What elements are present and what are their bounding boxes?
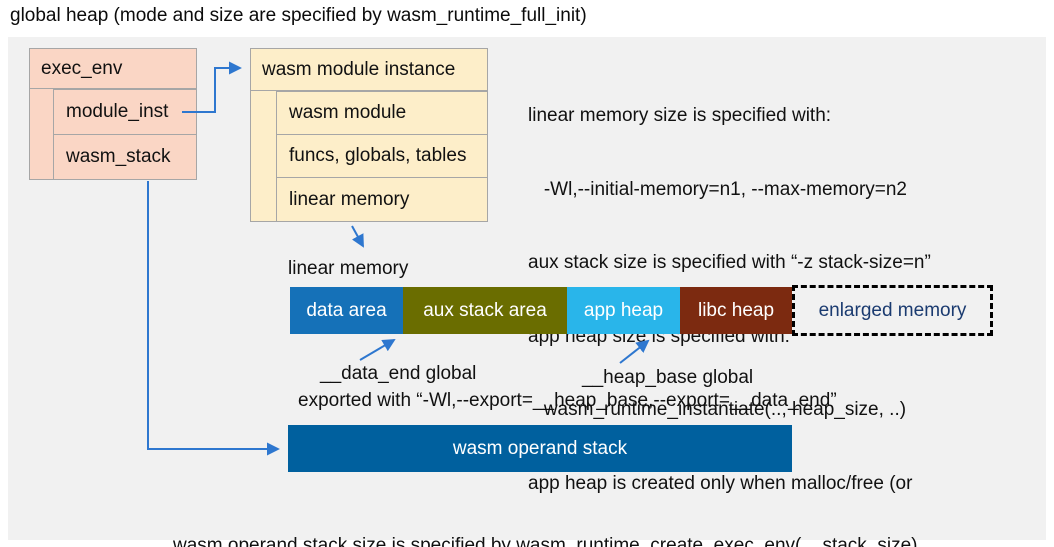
instance-field-wasm-module: wasm module: [276, 91, 487, 135]
note-line: wasm_runtime_instantiate(.., heap_size, …: [528, 399, 907, 420]
linear-memory-label: linear memory: [288, 258, 409, 279]
exec-env-field-wasm-stack: wasm_stack: [53, 134, 196, 180]
linear-memory-bar: data area aux stack area app heap libc h…: [290, 285, 993, 336]
note-line: aux stack size is specified with “-z sta…: [528, 252, 931, 273]
exec-env-field-module-inst: module_inst: [53, 89, 196, 135]
page-title: global heap (mode and size are specified…: [10, 5, 587, 26]
note-line: -Wl,--initial-memory=n1, --max-memory=n2: [528, 178, 907, 200]
wasm-module-instance-title: wasm module instance: [251, 49, 487, 91]
data-end-global-label: __data_end global: [320, 363, 477, 384]
wasm-operand-stack-box: wasm operand stack: [288, 425, 792, 472]
segment-data-area: data area: [290, 287, 403, 334]
segment-aux-stack-area: aux stack area: [403, 287, 567, 334]
segment-enlarged-memory: enlarged memory: [792, 285, 993, 336]
note-line: app heap is created only when malloc/fre…: [528, 472, 913, 494]
instance-field-funcs-globals-tables: funcs, globals, tables: [276, 134, 487, 178]
segment-app-heap: app heap: [567, 287, 680, 334]
wasm-operand-stack-label: wasm operand stack: [452, 437, 628, 459]
wasm-module-instance-box: wasm module instance wasm module funcs, …: [250, 48, 488, 222]
heap-base-global-label: __heap_base global: [582, 367, 754, 388]
exported-with-label: exported with “-Wl,--export=__heap_base,…: [298, 390, 837, 411]
note-line: wasm operand stack size is specified by …: [173, 535, 918, 547]
exec-env-box: exec_env module_inst wasm_stack: [29, 48, 197, 180]
instance-field-linear-memory: linear memory: [276, 177, 487, 222]
operand-stack-note: wasm operand stack size is specified by …: [173, 481, 918, 547]
segment-libc-heap: libc heap: [680, 287, 792, 334]
exec-env-title: exec_env: [30, 49, 196, 89]
note-line: linear memory size is specified with:: [528, 105, 832, 126]
